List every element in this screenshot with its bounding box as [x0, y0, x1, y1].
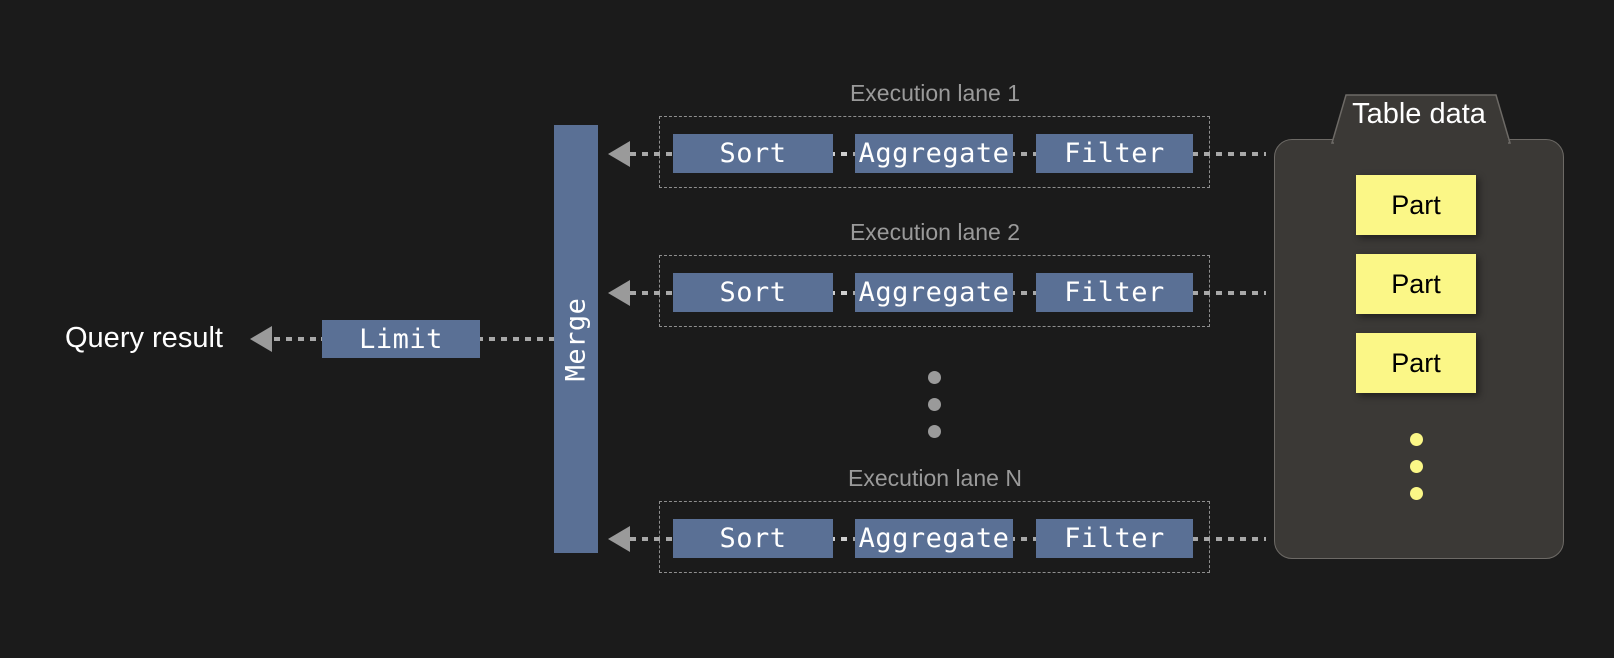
- lane-ellipsis-dot-3: [928, 425, 941, 438]
- table-data-tab-shape: [1302, 94, 1540, 144]
- lane-ellipsis-dot-1: [928, 371, 941, 384]
- operator-aggregate-lanen[interactable]: Aggregate: [855, 519, 1013, 558]
- lane-title-1: Execution lane 1: [849, 80, 1021, 106]
- part-box-3[interactable]: Part: [1356, 333, 1476, 393]
- lane-title-n: Execution lane N: [848, 465, 1022, 491]
- table-data-title: Table data: [1352, 98, 1486, 130]
- part-ellipsis-dot-2: [1410, 460, 1423, 473]
- part-ellipsis-dot-1: [1410, 433, 1423, 446]
- arrow-lane1-to-merge-icon: [608, 141, 630, 167]
- table-data-container: Table data Part Part Part: [1274, 94, 1564, 559]
- operator-sort-lane2[interactable]: Sort: [673, 273, 833, 312]
- connector-lane2-to-merge: [630, 291, 673, 295]
- operator-sort-lane1[interactable]: Sort: [673, 134, 833, 173]
- connector-lanen-to-merge: [630, 537, 673, 541]
- connector-limit-to-result: [274, 337, 321, 341]
- arrow-lanen-to-merge-icon: [608, 526, 630, 552]
- part-box-1[interactable]: Part: [1356, 175, 1476, 235]
- operator-aggregate-lane1[interactable]: Aggregate: [855, 134, 1013, 173]
- operator-limit[interactable]: Limit: [322, 320, 480, 358]
- merge-label: Merge: [560, 297, 592, 381]
- operator-filter-lane1[interactable]: Filter: [1036, 134, 1193, 173]
- operator-sort-lanen[interactable]: Sort: [673, 519, 833, 558]
- lane-title-2: Execution lane 2: [849, 219, 1021, 245]
- merge-operator[interactable]: Merge: [554, 125, 598, 553]
- operator-aggregate-lane2[interactable]: Aggregate: [855, 273, 1013, 312]
- part-box-2[interactable]: Part: [1356, 254, 1476, 314]
- connector-lane1-to-merge: [630, 152, 673, 156]
- operator-filter-lane2[interactable]: Filter: [1036, 273, 1193, 312]
- arrow-to-query-result-icon: [250, 326, 272, 352]
- query-result-label: Query result: [65, 322, 223, 354]
- operator-filter-lanen[interactable]: Filter: [1036, 519, 1193, 558]
- part-ellipsis-dot-3: [1410, 487, 1423, 500]
- lane-ellipsis-dot-2: [928, 398, 941, 411]
- arrow-lane2-to-merge-icon: [608, 280, 630, 306]
